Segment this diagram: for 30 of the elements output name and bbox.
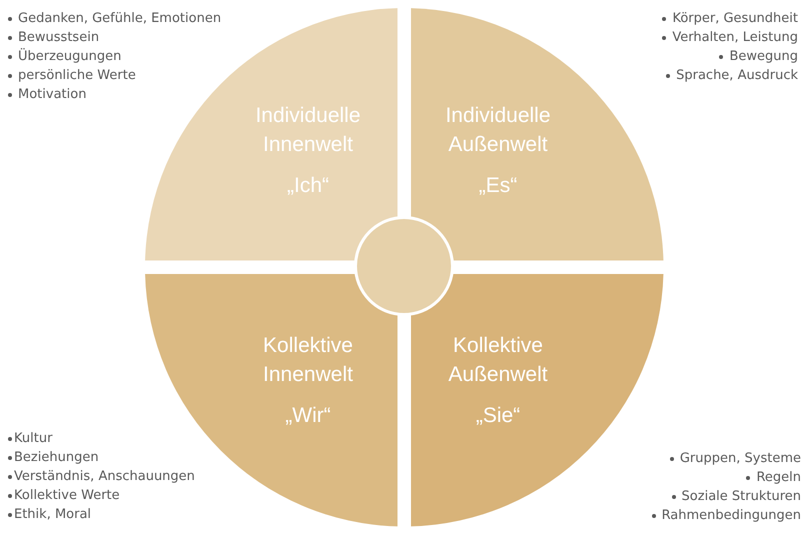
bullet-text: Sprache, Ausdruck bbox=[676, 67, 798, 85]
quadrant-segment bbox=[410, 274, 663, 526]
bullet-text: Ethik, Moral bbox=[14, 506, 92, 524]
quadrant-title: Individuelle Innenwelt bbox=[254, 103, 362, 158]
quadrant-subtitle: „Ich“ bbox=[286, 173, 330, 199]
bullet-text: Gedanken, Gefühle, Emotionen bbox=[18, 10, 222, 28]
quadrant-title: Kollektive Innenwelt bbox=[262, 333, 354, 388]
quadrant-subtitle: „Sie“ bbox=[475, 403, 521, 429]
quadrant-segment bbox=[145, 8, 398, 260]
bullet-text: Beziehungen bbox=[14, 449, 99, 467]
quadrant-subtitle: „Es“ bbox=[478, 173, 518, 199]
bullet-text: Verständnis, Anschauungen bbox=[14, 468, 195, 486]
bullet-text: persönliche Werte bbox=[18, 67, 136, 85]
quadrant-subtitle: „Wir“ bbox=[284, 403, 332, 429]
quadrant-title: Kollektive Außenwelt bbox=[448, 333, 548, 388]
bullet-text: Bewegung bbox=[729, 48, 798, 66]
bullet-text: Gruppen, Systeme bbox=[680, 450, 801, 468]
bullet-text: Körper, Gesundheit bbox=[672, 10, 798, 28]
bullet-text: Rahmenbedingungen bbox=[662, 507, 801, 525]
bullet-text: Kultur bbox=[14, 430, 52, 448]
center-circle bbox=[354, 216, 454, 316]
bullet-text: Überzeugungen bbox=[18, 47, 122, 66]
bullet-text: Kollektive Werte bbox=[14, 487, 120, 505]
bullet-text: Verhalten, Leistung bbox=[672, 29, 798, 47]
quadrant-title: Individuelle Außenwelt bbox=[444, 103, 552, 158]
bullet-text: Bewusstsein bbox=[18, 29, 100, 47]
quadrant-segment bbox=[410, 8, 663, 260]
bullet-text: Soziale Strukturen bbox=[682, 488, 801, 506]
bullet-text: Regeln bbox=[756, 469, 801, 487]
bullet-text: Motivation bbox=[18, 86, 86, 104]
